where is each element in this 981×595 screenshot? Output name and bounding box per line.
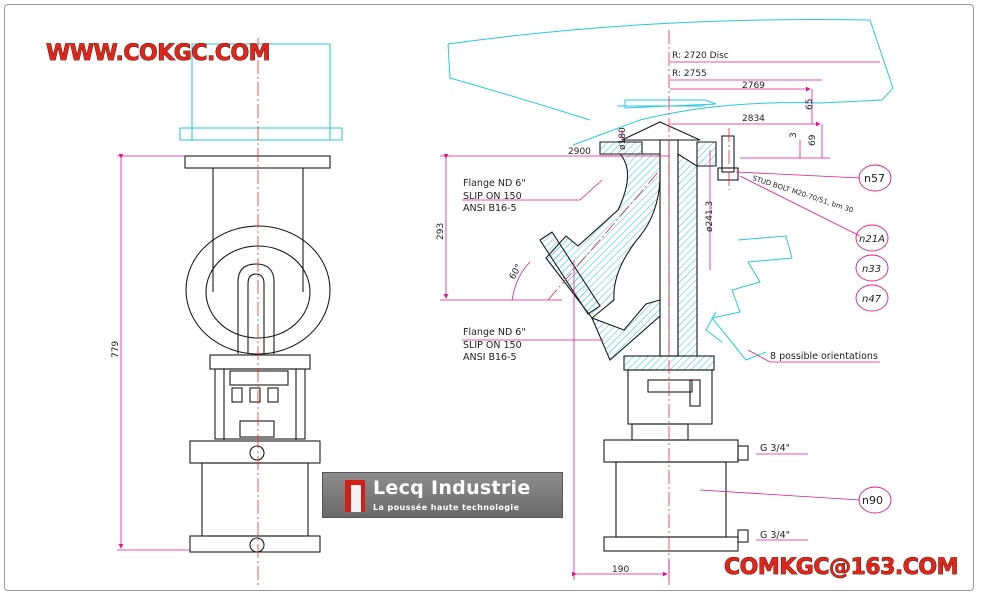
dim-r-disc: R: 2720 Disc	[672, 51, 729, 61]
note-port-top: G 3/4"	[760, 443, 790, 454]
dim-2834: 2834	[742, 114, 765, 124]
note-flange-top-2: SLIP ON 150	[463, 191, 522, 202]
note-flange-bottom-3: ANSI B16-5	[463, 352, 517, 363]
watermark-email: COMKGC@163.COM	[724, 555, 958, 580]
dim-r-outer: R: 2755	[672, 69, 707, 79]
drawing-frame	[4, 4, 974, 591]
company-logo: Lecq Industrie La poussée haute technolo…	[322, 472, 563, 518]
note-flange-top-1: Flange ND 6"	[463, 178, 526, 189]
dim-293: 293	[436, 223, 446, 240]
tag-n33: n33	[862, 264, 881, 275]
dim-190: 190	[612, 565, 629, 575]
disc-outline	[447, 19, 894, 361]
dim-2769: 2769	[742, 81, 765, 91]
note-port-bottom: G 3/4"	[760, 530, 790, 541]
tag-n47: n47	[862, 294, 882, 305]
valve-body	[539, 121, 749, 552]
logo-name: Lecq Industrie	[373, 477, 531, 499]
dim-phi180: ø180	[618, 127, 628, 150]
tag-circles	[855, 164, 892, 514]
tag-n21a: n21A	[859, 234, 885, 245]
dim-65: 65	[805, 99, 815, 110]
tag-n90: n90	[862, 494, 883, 507]
note-flange-bottom-2: SLIP ON 150	[463, 340, 522, 351]
note-stud-bolt: STUD BOLT M20-70/51, bm 30	[751, 174, 854, 214]
logo-tagline: La poussée haute technologie	[373, 503, 520, 512]
dim-2900: 2900	[568, 147, 591, 157]
dim-phi241: ø241.3	[705, 201, 715, 232]
dim-779-label: 779	[111, 341, 121, 358]
logo-mark-icon	[345, 480, 365, 512]
dim-779	[117, 154, 190, 551]
tag-n57: n57	[864, 172, 885, 185]
note-flange-top-3: ANSI B16-5	[463, 203, 517, 214]
note-flange-bottom-1: Flange ND 6"	[463, 327, 526, 338]
watermark-website: WWW.COKGC.COM	[46, 41, 270, 66]
right-dimensions	[440, 61, 880, 580]
left-view	[179, 43, 343, 553]
note-orientations: 8 possible orientations	[770, 351, 878, 362]
dim-69: 69	[808, 134, 818, 146]
dim-3: 3	[789, 132, 799, 138]
right-centerlines	[547, 30, 730, 585]
